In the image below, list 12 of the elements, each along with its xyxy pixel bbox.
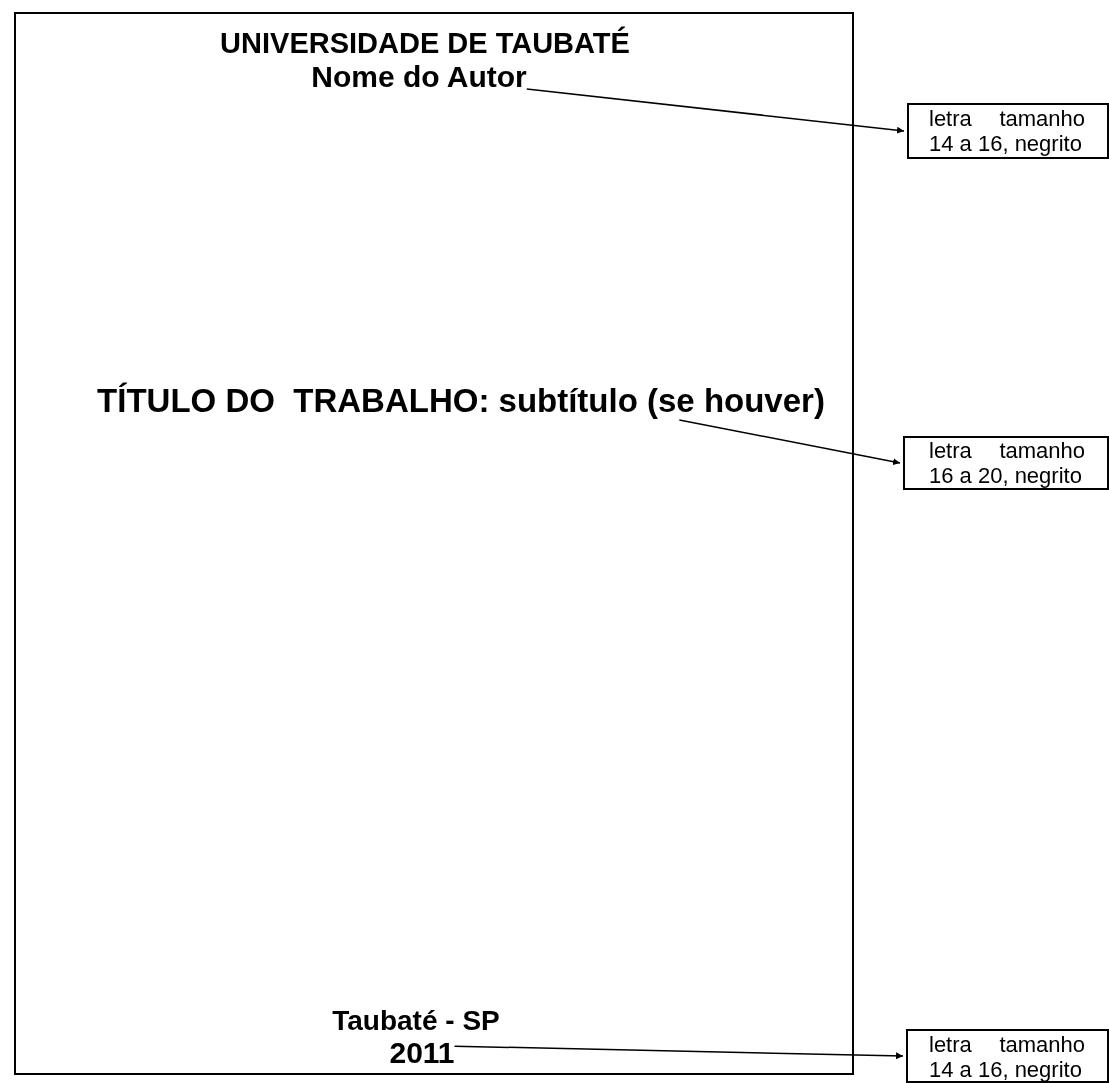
arrow <box>526 88 905 134</box>
author-name: Nome do Autor <box>311 60 527 94</box>
university-name: UNIVERSIDADE DE TAUBATÉ <box>220 26 630 60</box>
page-frame <box>14 12 854 1075</box>
arrow <box>453 1045 904 1060</box>
city-state: Taubaté - SP <box>332 1004 500 1038</box>
work-title: TÍTULO DO TRABALHO: subtítulo (se houver) <box>97 382 825 420</box>
note-box: letra tamanho 14 a 16, negrito <box>907 103 1109 159</box>
note-box: letra tamanho 16 a 20, negrito <box>903 436 1109 490</box>
note-box: letra tamanho 14 a 16, negrito <box>906 1029 1109 1083</box>
year: 2011 <box>389 1036 455 1070</box>
arrow <box>678 419 901 466</box>
